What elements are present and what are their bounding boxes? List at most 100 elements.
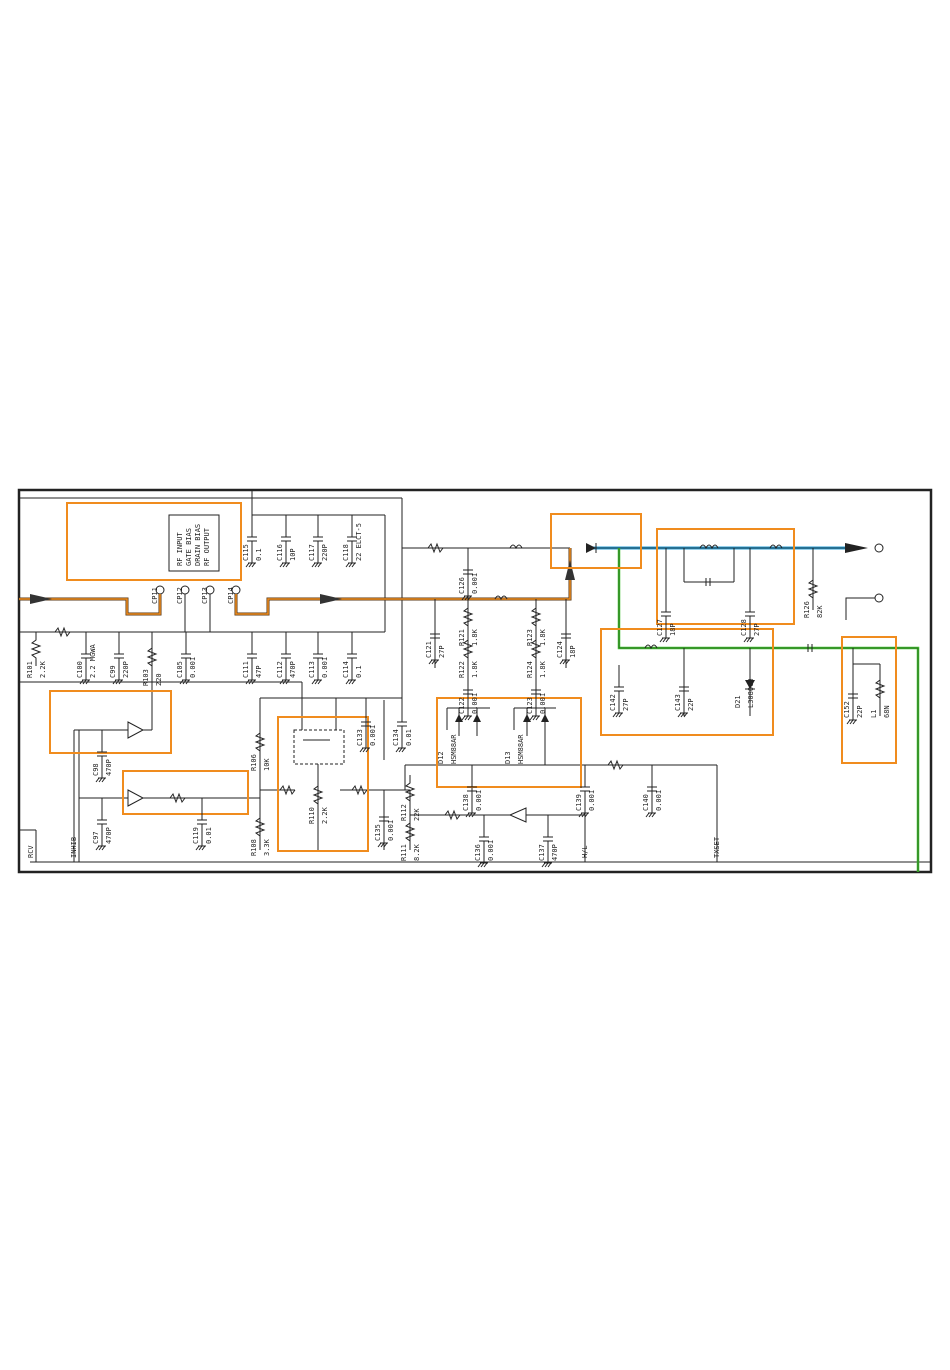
part-value: 22P (687, 698, 695, 711)
part-value: 22 ELCT-5 (355, 523, 363, 561)
part-ref: D13 (504, 751, 512, 764)
capacitor-c142: C142 27P (609, 665, 630, 718)
part-ref: R112 (400, 804, 408, 821)
part-value: 27P (622, 698, 630, 711)
part-value: 1.8K (471, 660, 479, 678)
highlight-box (600, 628, 774, 736)
part-ref: C97 (92, 831, 100, 844)
bus-label: INHIB (70, 837, 78, 858)
part-value: 47P (255, 665, 263, 678)
part-value: 2.2K (321, 806, 329, 824)
rf-path (19, 548, 575, 616)
capacitor-c136: C136 0.001 (474, 815, 495, 868)
bus-label: H/L (581, 845, 589, 858)
part-value: 0.1 (355, 665, 363, 678)
part-ref: C121 (425, 641, 433, 658)
part-ref: C98 (92, 763, 100, 776)
part-value: 82K (816, 605, 824, 618)
part-value: 470P (551, 844, 559, 861)
aux-path (617, 548, 920, 872)
part-ref: C116 (276, 544, 284, 561)
part-ref: D21 (734, 695, 742, 708)
capacitor-c138: C138 0.001 (462, 765, 483, 818)
highlight-box (122, 770, 249, 815)
part-ref: L1 (870, 710, 878, 718)
part-value: 10P (289, 548, 297, 561)
highlight-box (550, 513, 642, 569)
part-ref: C111 (242, 661, 250, 678)
ground-bus (19, 730, 930, 863)
part-ref: R124 (526, 661, 534, 678)
bus-label: TXSET (713, 836, 721, 858)
resistor-r108: R108 3.3K (250, 810, 271, 856)
part-value: HSM88AR (450, 734, 458, 764)
part-ref: C113 (308, 661, 316, 678)
part-ref: C105 (176, 661, 184, 678)
part-ref: R122 (458, 661, 466, 678)
tx-path (586, 543, 884, 620)
part-value: 0.001 (487, 840, 495, 861)
part-value: 0.001 (475, 790, 483, 811)
cp-label: CP11 (151, 587, 159, 604)
cp-label: CP13 (201, 587, 209, 604)
part-value: 0.001 (588, 790, 596, 811)
part-value: 0.001 (539, 693, 547, 714)
part-ref: C142 (609, 694, 617, 711)
part-value: 1.8K (471, 628, 479, 646)
part-ref: C112 (276, 661, 284, 678)
part-ref: C140 (642, 794, 650, 811)
part-ref: C139 (575, 794, 583, 811)
part-ref: C127 (656, 619, 664, 636)
part-value: 0.001 (321, 657, 329, 678)
part-value: 3.3K (263, 838, 271, 856)
module-pin-label: DRAIN BIAS (194, 524, 202, 566)
module-pin-label: GATE BIAS (185, 528, 193, 566)
part-ref: C136 (474, 844, 482, 861)
part-ref: C118 (342, 544, 350, 561)
part-value: 27P (438, 645, 446, 658)
capacitor-c111: C111 47P (242, 632, 263, 685)
resistor-l1: L1 68N (870, 672, 891, 718)
part-value: 68N (883, 705, 891, 718)
bus-label: RCV (27, 845, 35, 858)
part-value: 220P (321, 544, 329, 561)
part-ref: R123 (526, 629, 534, 646)
part-value: 0.1 (255, 548, 263, 561)
part-value: 18P (569, 645, 577, 658)
part-ref: R108 (250, 839, 258, 856)
part-ref: C134 (392, 729, 400, 746)
part-ref: C137 (538, 844, 546, 861)
part-ref: C123 (526, 697, 534, 714)
cp-label: CP14 (227, 587, 235, 604)
part-ref: C138 (462, 794, 470, 811)
part-value: 0.01 (405, 729, 413, 746)
part-ref: C152 (843, 701, 851, 718)
part-ref: C133 (356, 729, 364, 746)
part-ref: C135 (374, 824, 382, 841)
part-value: 22K (413, 808, 421, 821)
